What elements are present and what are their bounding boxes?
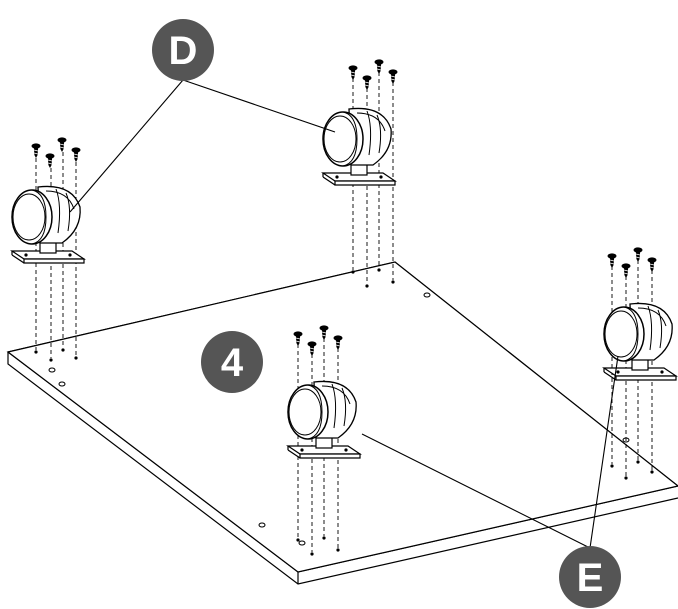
screw-set-back-left bbox=[32, 137, 81, 168]
part-d-badge: D bbox=[152, 19, 214, 81]
step-number-badge: 4 bbox=[201, 331, 263, 393]
step-number-badge-circle bbox=[201, 331, 263, 393]
caster-front-center bbox=[287, 325, 361, 556]
leader-e-center bbox=[361, 433, 591, 549]
caster-back-center bbox=[322, 59, 398, 288]
caster-wheel-back-center bbox=[322, 107, 396, 186]
part-e-badge-circle bbox=[559, 546, 621, 608]
step-number-label: 4 bbox=[221, 341, 244, 385]
leader-d-left bbox=[69, 79, 184, 213]
screw-set-back-center bbox=[349, 59, 398, 90]
caster-right bbox=[603, 247, 677, 480]
caster-back-left bbox=[11, 137, 85, 362]
board-holes bbox=[48, 292, 630, 546]
part-e-badge: E bbox=[559, 546, 621, 608]
leader-e-right bbox=[589, 355, 619, 549]
leader-lines bbox=[69, 79, 619, 549]
caster-wheel-right bbox=[603, 302, 677, 381]
part-d-label: D bbox=[169, 29, 198, 73]
screw-set-right bbox=[608, 247, 657, 278]
leader-d-center bbox=[182, 79, 336, 133]
part-e-label: E bbox=[577, 556, 604, 600]
caster-wheel-front-center bbox=[287, 380, 361, 459]
part-d-badge-circle bbox=[152, 19, 214, 81]
caster-wheel-back-left bbox=[11, 185, 85, 264]
